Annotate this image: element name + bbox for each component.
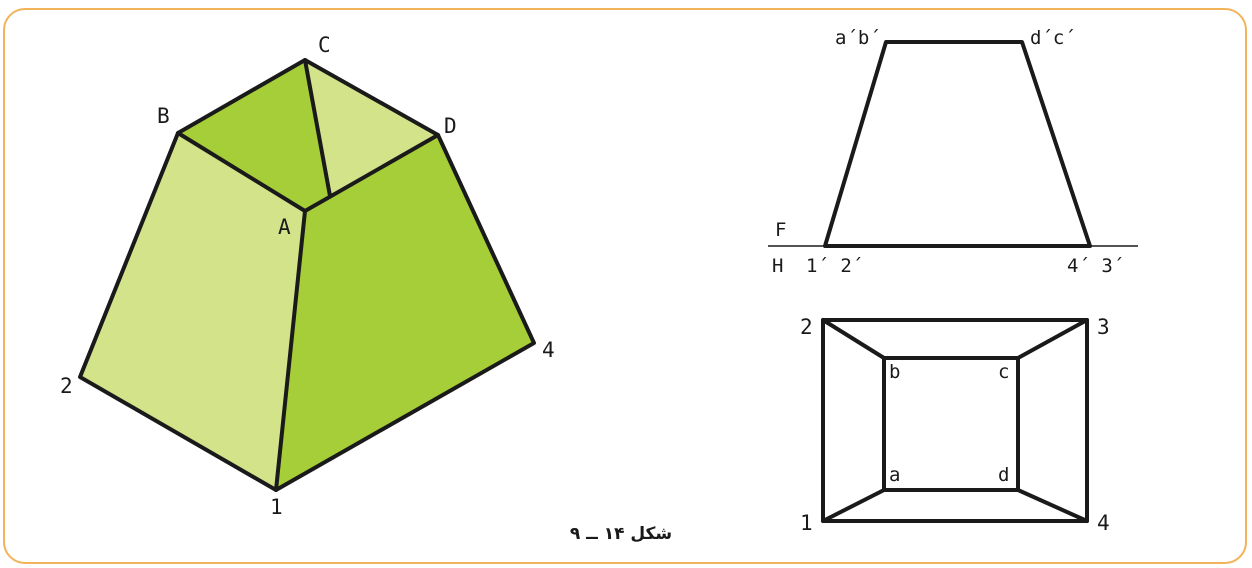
label-a-b-prime: a´b´	[835, 27, 881, 49]
label-top-2: 2	[800, 315, 813, 339]
label-top-1: 1	[800, 511, 813, 535]
side-face-right	[276, 135, 534, 490]
label-c: c	[998, 361, 1009, 383]
diag-2-b	[821, 318, 886, 360]
label-C: C	[318, 33, 331, 57]
label-d-c-prime: d´c´	[1030, 27, 1076, 49]
isometric-frustum: C B D A 2 4 1	[60, 33, 555, 519]
label-vertex-4: 4	[542, 338, 555, 362]
label-1-2-prime: 1´ 2´	[806, 255, 863, 277]
label-d: d	[998, 464, 1009, 486]
top-view: 2 3 1 4 b c a d	[800, 315, 1110, 535]
label-top-4: 4	[1097, 511, 1110, 535]
label-F: F	[775, 219, 786, 241]
label-A: A	[278, 215, 291, 239]
label-H: H	[772, 255, 783, 277]
figure-caption: شکل ۱۴ ــ ۹	[569, 524, 673, 544]
label-D: D	[444, 114, 457, 138]
label-a: a	[889, 464, 900, 486]
inner-face-right	[305, 60, 438, 196]
label-vertex-1: 1	[270, 495, 283, 519]
side-face-left	[80, 133, 305, 490]
label-top-3: 3	[1097, 315, 1110, 339]
label-b: b	[889, 361, 900, 383]
label-B: B	[157, 104, 170, 128]
label-vertex-2: 2	[60, 374, 73, 398]
inner-square	[882, 356, 1020, 492]
front-view: a´b´ d´c´ F H 1´ 2´ 4´ 3´	[768, 27, 1138, 277]
diag-4-d	[1016, 488, 1089, 523]
diag-3-c	[1016, 318, 1089, 360]
front-trapezoid	[823, 40, 1092, 248]
inner-face-left	[178, 60, 330, 211]
outer-square	[821, 318, 1089, 523]
edge-A-1	[274, 209, 307, 492]
edge-C-inner	[303, 58, 332, 198]
label-4-3-prime: 4´ 3´	[1067, 255, 1124, 277]
diag-1-a	[821, 488, 886, 523]
